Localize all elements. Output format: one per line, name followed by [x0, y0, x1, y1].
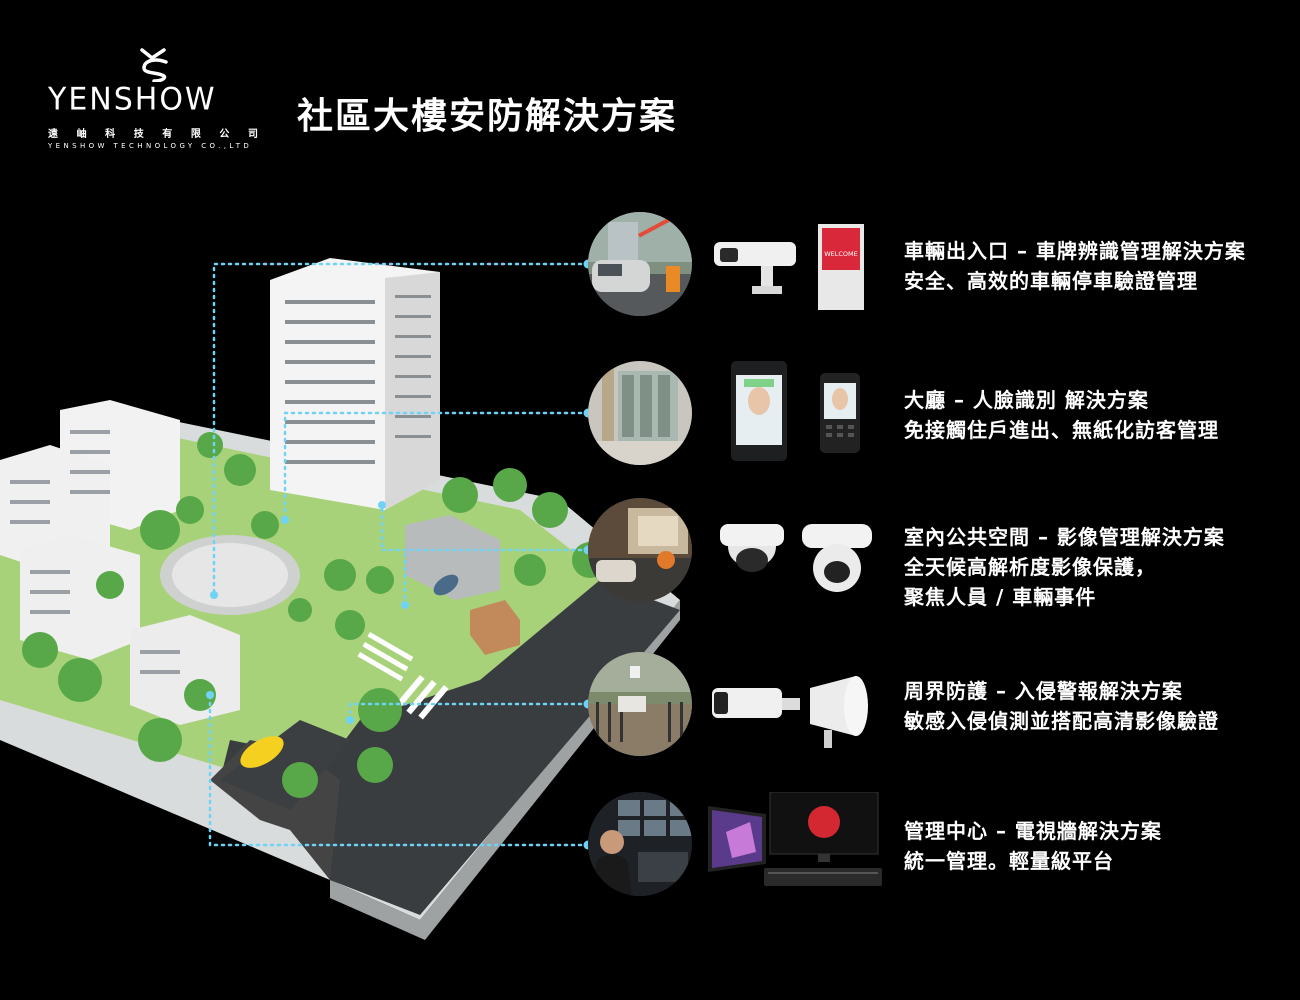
logo-chinese-name: 遠岫科技有限公司: [48, 129, 258, 140]
welcome-display-text: WELCOME: [824, 250, 858, 258]
company-logo: YENSHOW 遠岫科技有限公司 YENSHOW TECHNOLOGY CO.,…: [44, 48, 264, 158]
video-wall-panel-icon: [708, 806, 766, 872]
solution-indoor-public: 室內公共空間 – 影像管理解決方案 全天候高解析度影像保護， 聚焦人員 / 車輛…: [588, 498, 1288, 609]
solution-description-2: 聚焦人員 / 車輛事件: [904, 585, 1097, 609]
lobby-photo: [588, 361, 692, 465]
welcome-display-icon: WELCOME: [818, 224, 864, 310]
face-terminal-large-icon: [731, 361, 787, 461]
dome-camera-icon: [720, 524, 784, 572]
solution-vehicle-entry: WELCOME 車輛出入口 – 車牌辨識管理解決方案 安全、高效的車輛停車驗證管…: [588, 212, 1288, 322]
solution-lobby: 大廳 – 人臉識別 解決方案 免接觸住戶進出、無紙化訪客管理: [588, 361, 1288, 471]
logo-wordmark: YENSHOW: [48, 81, 217, 118]
bullet-camera-icon: [712, 688, 800, 718]
solution-description: 統一管理。輕量級平台: [904, 849, 1114, 873]
solution-title: 大廳 – 人臉識別 解決方案: [904, 388, 1149, 412]
solution-title: 周界防護 – 入侵警報解決方案: [904, 679, 1183, 703]
logo-english-name: YENSHOW TECHNOLOGY CO.,LTD: [48, 142, 253, 150]
lounge-photo: [588, 498, 692, 602]
solution-description: 免接觸住戶進出、無紙化訪客管理: [904, 418, 1219, 442]
community-model-illustration: [0, 180, 680, 940]
control-room-photo: [588, 792, 692, 896]
monitor-nvr-icon: [764, 792, 882, 886]
solution-title: 管理中心 – 電視牆解決方案: [904, 819, 1162, 843]
horn-speaker-icon: [810, 676, 868, 748]
solution-title: 車輛出入口 – 車牌辨識管理解決方案: [904, 239, 1246, 263]
lpr-camera-icon: [714, 242, 796, 294]
parking-gate-photo: [588, 212, 692, 316]
ptz-dome-camera-icon: [802, 524, 872, 592]
perimeter-wall-photo: [588, 652, 692, 756]
solution-title: 室內公共空間 – 影像管理解決方案: [904, 525, 1225, 549]
solution-description: 敏感入侵偵測並搭配高清影像驗證: [904, 709, 1219, 733]
page-title: 社區大樓安防解決方案: [297, 96, 678, 137]
solution-control-center: 管理中心 – 電視牆解決方案 統一管理。輕量級平台: [588, 792, 1288, 902]
solution-description: 安全、高效的車輛停車驗證管理: [904, 269, 1198, 293]
solution-perimeter: 周界防護 – 入侵警報解決方案 敏感入侵偵測並搭配高清影像驗證: [588, 652, 1288, 762]
yenshow-logo-mark-icon: [140, 48, 168, 82]
face-terminal-small-icon: [820, 373, 860, 453]
solution-description: 全天候高解析度影像保護，: [904, 555, 1156, 579]
